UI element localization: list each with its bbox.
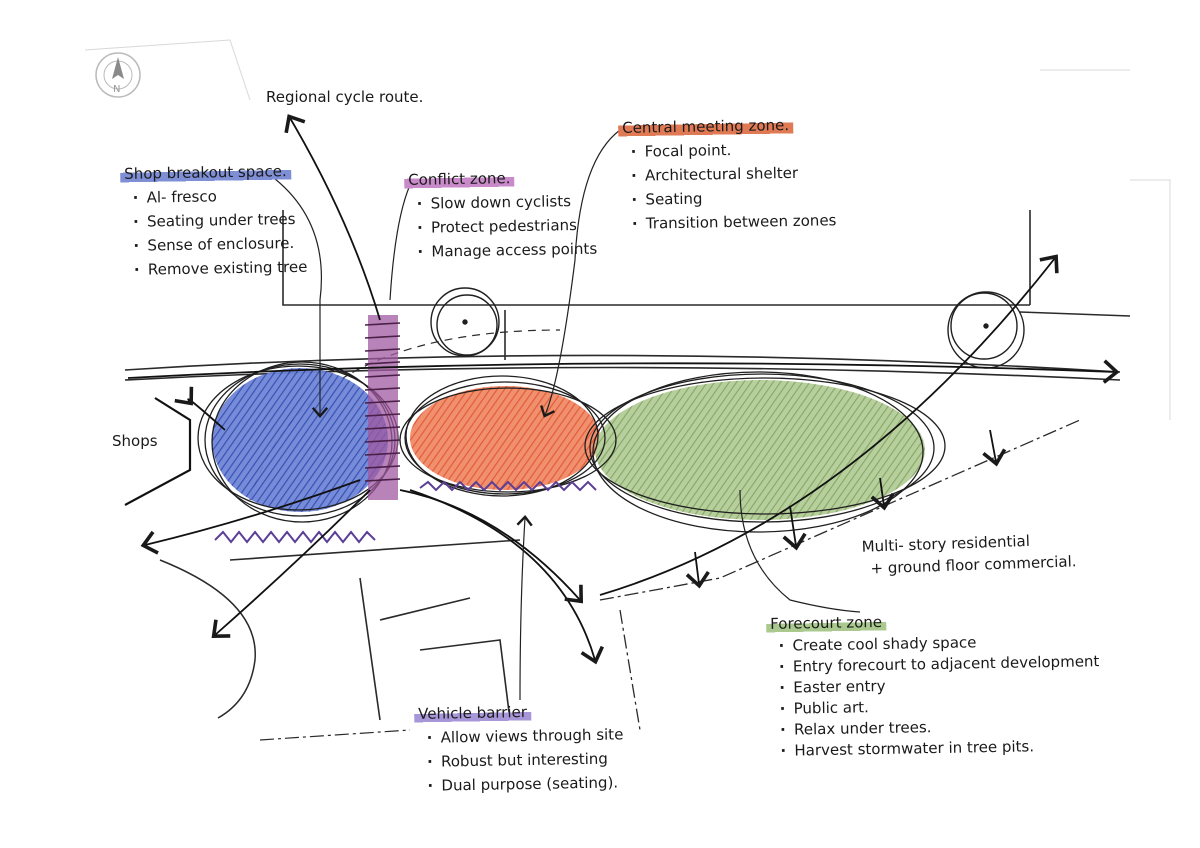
building-outlines [124, 210, 1131, 721]
property-boundary-line-2 [619, 609, 641, 731]
forecourt-note: Forecourt zone Create cool shady space E… [766, 606, 1101, 762]
shop-breakout-note: Shop breakout space. Al- fresco Seating … [120, 159, 308, 282]
forecourt-zone [595, 380, 925, 520]
shops-label: Shops [112, 432, 158, 450]
conflict-zone-band [364, 315, 401, 500]
central-meeting-note: Central meeting zone. Focal point. Archi… [618, 112, 837, 236]
central-meeting-list: Focal point. Architectural shelter Seati… [618, 136, 836, 236]
north-compass-icon [95, 52, 141, 98]
list-item: Protect pedestrians [417, 213, 597, 240]
central-meeting-title: Central meeting zone. [618, 112, 794, 140]
shop-breakout-title: Shop breakout space. [120, 159, 291, 186]
faint-background-plan [84, 39, 1171, 420]
property-boundary-line [599, 419, 1081, 601]
list-item: Allow views through site [426, 722, 623, 749]
list-item: Seating [631, 184, 836, 212]
hedge-planting [214, 480, 597, 544]
road-curve [159, 559, 256, 719]
list-item: Robust but interesting [427, 746, 624, 773]
vehicle-barrier-title: Vehicle barrier [414, 699, 532, 726]
list-item: Slow down cyclists [416, 189, 596, 216]
central-meeting-zone [410, 386, 600, 490]
residential-label: Multi- story residential + ground floor … [861, 528, 1077, 579]
shop-breakout-list: Al- fresco Seating under trees Sense of … [120, 183, 307, 282]
list-item: Sense of enclosure. [133, 231, 307, 258]
list-item: Manage access points [417, 237, 597, 264]
boundary-bottom-line [259, 729, 411, 741]
list-item: Architectural shelter [631, 160, 836, 188]
vehicle-barrier-list: Allow views through site Robust but inte… [414, 722, 624, 798]
list-item: Seating under trees [133, 207, 307, 234]
shops-bracket [124, 397, 192, 506]
conflict-zone-title: Conflict zone. [404, 166, 515, 192]
conflict-zone-note: Conflict zone. Slow down cyclists Protec… [404, 165, 597, 264]
cycle-route-label: Regional cycle route. [266, 88, 424, 106]
circulation-arrows [127, 114, 1120, 665]
list-item: Focal point. [630, 136, 835, 164]
conflict-zone-list: Slow down cyclists Protect pedestrians M… [404, 189, 597, 264]
forecourt-title: Forecourt zone [766, 609, 887, 636]
list-item: Al- fresco [132, 183, 306, 210]
forecourt-list: Create cool shady space Entry forecourt … [766, 630, 1101, 762]
shop-breakout-zone [212, 368, 388, 512]
list-item: Remove existing tree [134, 255, 308, 282]
list-item: Dual purpose (seating). [427, 770, 624, 797]
list-item: Transition between zones [632, 208, 837, 236]
compass-letter: N [113, 84, 120, 95]
vehicle-barrier-note: Vehicle barrier Allow views through site… [414, 698, 624, 798]
